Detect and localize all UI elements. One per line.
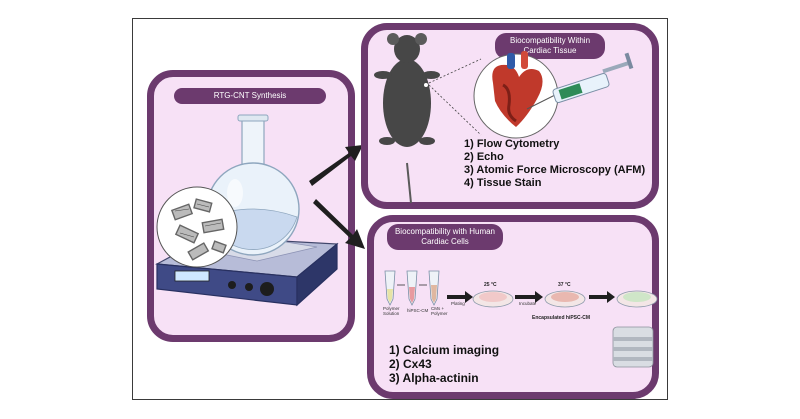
tissue-assay-item: 3) Atomic Force Microscopy (AFM) — [464, 164, 646, 176]
mouse-heart-injection-illustration — [374, 33, 634, 204]
flask-on-stirrer-illustration — [154, 114, 339, 307]
cell-encapsulation-workflow — [384, 270, 658, 368]
syringe-icon — [526, 52, 634, 110]
figure-frame: RTG-CNT Synthesis — [132, 18, 668, 400]
arrow-to-tissue-icon — [309, 145, 363, 186]
arrows-from-synthesis — [309, 145, 365, 249]
synthesis-title: RTG-CNT Synthesis — [174, 88, 326, 104]
microscope-objective-icon — [612, 326, 654, 368]
plating-label: Plating — [451, 301, 465, 306]
culture-dish-icons — [472, 290, 658, 308]
temperature-37-label: 37 °C — [558, 282, 571, 288]
heart-inset-icon — [473, 51, 559, 139]
cells-assay-item: 1) Calcium imaging — [389, 343, 500, 357]
cells-assay-item: 2) Cx43 — [389, 357, 432, 371]
arrow-to-cells-icon — [313, 199, 365, 249]
tube-icons — [384, 270, 440, 306]
incubate-label: Incubate — [519, 301, 537, 306]
encapsulated-label: Encapsulated hiPSC-CM — [532, 315, 591, 321]
cms-polymer-label: CMs + Polymer — [431, 306, 448, 316]
tissue-assay-list: 1) Flow Cytometry 2) Echo 3) Atomic Forc… — [464, 138, 645, 190]
tissue-assay-item: 4) Tissue Stain — [464, 177, 542, 189]
mouse-icon — [374, 33, 440, 204]
tissue-assay-item: 1) Flow Cytometry — [464, 138, 560, 150]
temperature-25-label: 25 °C — [484, 282, 497, 288]
workflow-arrows-icon — [447, 291, 615, 303]
cells-assay-list: 1) Calcium imaging 2) Cx43 3) Alpha-acti… — [389, 343, 499, 385]
hipsc-cm-label: hiPSC-CM — [407, 308, 429, 313]
cells-title: Biocompatibility with Human Cardiac Cell… — [387, 224, 503, 250]
tissue-assay-item: 2) Echo — [464, 151, 504, 163]
carbon-nanotube-inset-icon — [156, 186, 238, 268]
polymer-solution-label: Polymer Solution — [383, 306, 400, 316]
cells-assay-item: 3) Alpha-actinin — [389, 371, 479, 385]
